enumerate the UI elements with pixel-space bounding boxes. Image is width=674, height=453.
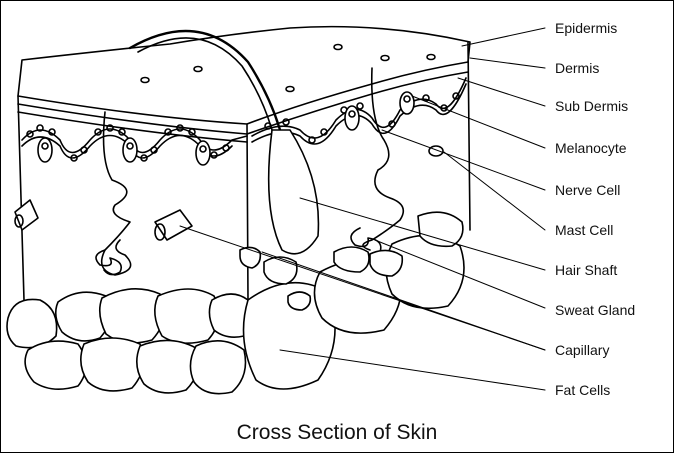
label-sub-dermis: Sub Dermis xyxy=(555,98,628,114)
fat-cells xyxy=(7,212,464,393)
block-right-face xyxy=(468,42,470,230)
sweat-gland-coil-left xyxy=(96,250,121,275)
block-front-face xyxy=(18,96,24,300)
capillary-center xyxy=(155,210,192,240)
label-melanocyte: Melanocyte xyxy=(555,140,627,156)
hair-follicle xyxy=(269,130,319,254)
label-dermis: Dermis xyxy=(555,60,599,76)
capillary-left xyxy=(15,200,38,230)
mast-cell xyxy=(429,146,443,156)
diagram-title: Cross Section of Skin xyxy=(0,421,674,445)
label-hair-shaft: Hair Shaft xyxy=(555,262,617,278)
label-mast-cell: Mast Cell xyxy=(555,222,613,238)
label-sweat-gland: Sweat Gland xyxy=(555,302,635,318)
label-capillary: Capillary xyxy=(555,342,609,358)
label-epidermis: Epidermis xyxy=(555,20,617,36)
label-fat-cells: Fat Cells xyxy=(555,382,610,398)
label-nerve-cell: Nerve Cell xyxy=(555,182,620,198)
